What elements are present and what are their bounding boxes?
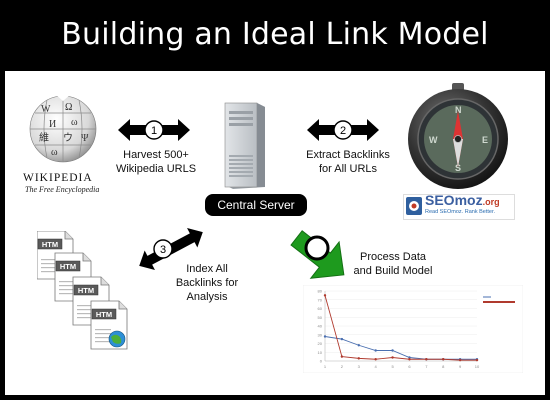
- slide-title: Building an Ideal Link Model: [61, 17, 489, 52]
- chart-series-line: [324, 295, 477, 361]
- chart-point: [357, 357, 360, 360]
- htm-file-label: HTM: [42, 240, 58, 249]
- svg-text:S: S: [455, 163, 461, 173]
- chart-y-tick: 0: [320, 359, 323, 364]
- process-label: Process Data and Build Model: [338, 250, 448, 278]
- process-label-line: Process Data: [359, 251, 427, 263]
- compass-icon: N E S W: [408, 83, 508, 189]
- svg-text:И: И: [49, 119, 56, 130]
- chart-point: [340, 355, 344, 358]
- model-line-chart: 0 10 20 30 40 50 60 70 80 1 2 3 4 5 6 7 8 9 10: [303, 285, 523, 373]
- step-3-badge: 3: [153, 239, 173, 259]
- step-1-label: Harvest 500+ Wikipedia URLS: [108, 148, 204, 176]
- chart-y-tick: 80: [318, 289, 323, 294]
- svg-text:N: N: [455, 105, 462, 115]
- chart-point: [442, 358, 445, 361]
- svg-text:Ψ: Ψ: [81, 133, 89, 144]
- htm-file-icon: HTM: [90, 300, 128, 350]
- chart-point: [357, 344, 360, 347]
- svg-text:W: W: [429, 135, 438, 145]
- step-3-label-line: Analysis: [186, 291, 228, 303]
- chart-point: [374, 349, 377, 352]
- chart-point: [458, 358, 462, 362]
- chart-y-tick: 40: [318, 324, 323, 329]
- chart-point: [391, 349, 394, 352]
- svg-text:ω: ω: [51, 147, 58, 158]
- step-1-label-line: Harvest 500+: [123, 149, 189, 161]
- htm-file-label: HTM: [78, 286, 94, 295]
- step-3-label: Index All Backlinks for Analysis: [165, 262, 249, 304]
- svg-text:ウ: ウ: [63, 132, 73, 144]
- chart-x-tick: 1: [324, 364, 327, 369]
- chart-point: [323, 335, 327, 338]
- chart-x-tick: 5: [391, 364, 394, 369]
- svg-text:W: W: [41, 104, 51, 115]
- chart-y-tick: 10: [318, 350, 323, 355]
- step-2-number: 2: [340, 125, 346, 137]
- svg-text:維: 維: [39, 131, 49, 144]
- htm-file-stack: HTM HTM HTM HTM: [37, 231, 128, 350]
- chart-x-tick: 4: [375, 364, 378, 369]
- chart-x-tick: 9: [459, 364, 462, 369]
- process-label-line: and Build Model: [353, 265, 433, 277]
- chart-x-tick: 7: [425, 364, 428, 369]
- step-3-label-line: Backlinks for: [175, 277, 239, 289]
- chart-x-tick: 3: [358, 364, 361, 369]
- step-1-badge: 1: [144, 120, 164, 140]
- step-2-label-line: Extract Backlinks: [306, 149, 390, 161]
- step-4-badge: [304, 235, 330, 261]
- htm-file-label: HTM: [60, 262, 76, 271]
- step-3-number: 3: [160, 244, 166, 256]
- seomoz-wordmark: SEOmoz.org: [425, 192, 500, 208]
- chart-y-tick: 60: [318, 306, 323, 311]
- step-2-badge: 2: [333, 120, 353, 140]
- seomoz-name: SEOmoz: [425, 192, 483, 208]
- chart-point: [391, 356, 394, 359]
- chart-x-tick: 6: [408, 364, 411, 369]
- chart-point: [408, 358, 411, 361]
- chart-y-tick: 50: [318, 315, 323, 320]
- chart-point: [425, 358, 428, 361]
- chart-y-tick: 30: [318, 332, 323, 337]
- seomoz-logo-icon: [406, 197, 422, 215]
- step-1-label-line: Wikipedia URLS: [115, 163, 197, 175]
- chart-y-tick: 70: [318, 297, 323, 302]
- wikipedia-tagline: The Free Encyclopedia: [25, 185, 100, 194]
- step-2-label-line: for All URLs: [318, 163, 378, 175]
- seomoz-suffix: .org: [482, 197, 500, 207]
- svg-text:Ω: Ω: [65, 102, 72, 113]
- chart-point: [475, 358, 479, 362]
- wikipedia-wordmark: WIKIPEDIA: [23, 172, 93, 184]
- step-3-label-line: Index All: [186, 263, 228, 275]
- step-2-label: Extract Backlinks for All URLs: [296, 148, 400, 176]
- svg-text:E: E: [482, 135, 488, 145]
- server-tower-icon: [224, 102, 265, 189]
- seomoz-tagline: Read SEOmoz. Rank Better.: [425, 209, 496, 215]
- central-server-label: Central Server: [205, 194, 307, 216]
- chart-point: [323, 294, 327, 297]
- chart-x-tick: 10: [475, 364, 480, 369]
- chart-point: [340, 337, 344, 341]
- chart-x-tick: 2: [341, 364, 344, 369]
- svg-text:ω: ω: [71, 117, 78, 128]
- htm-file-label: HTM: [96, 310, 112, 319]
- chart-point: [374, 358, 377, 361]
- step-1-number: 1: [151, 125, 157, 137]
- chart-point: [408, 356, 411, 359]
- chart-x-tick: 8: [442, 364, 445, 369]
- chart-y-tick: 20: [318, 341, 323, 346]
